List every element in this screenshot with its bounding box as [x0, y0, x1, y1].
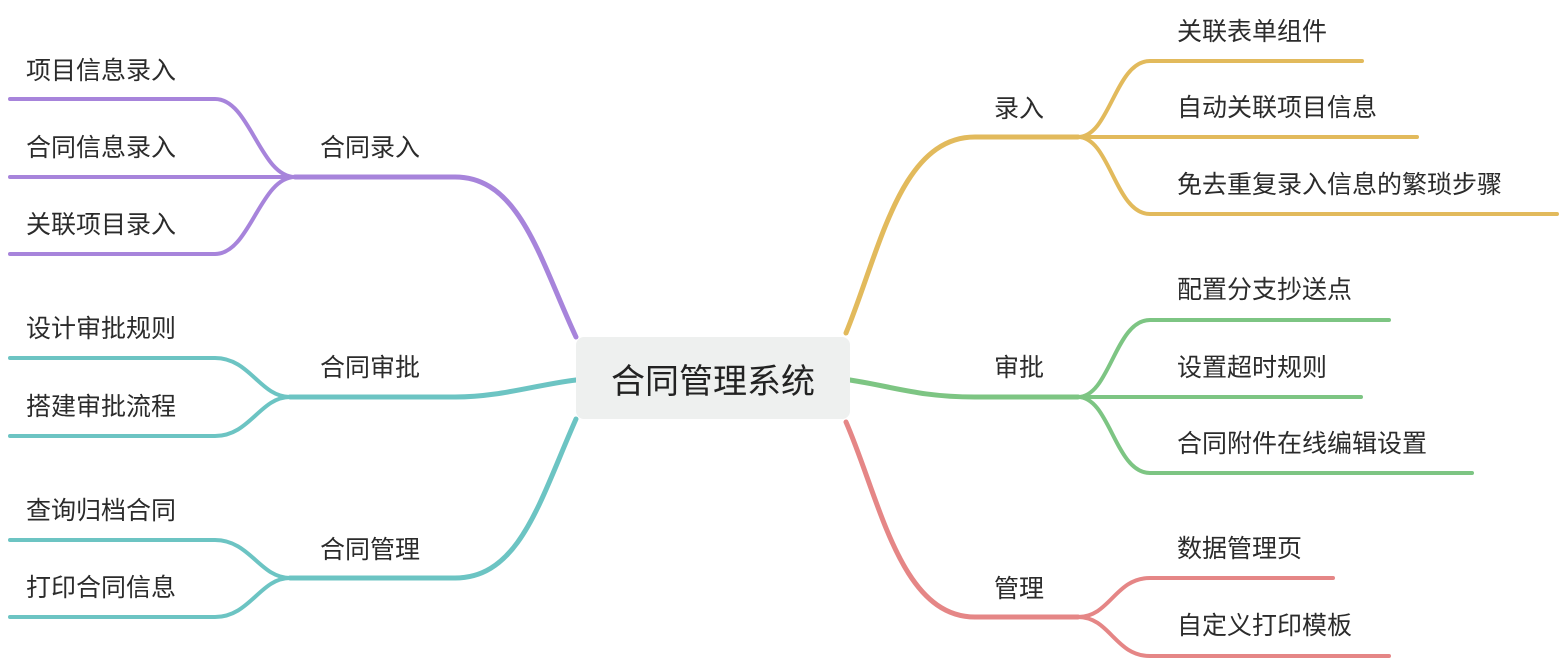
edge-branch-to-child: [1076, 615, 1391, 658]
edge-root-to-branch-luru: [843, 134, 1081, 336]
edge-root-to-branch-guanli: [843, 419, 1081, 620]
central-topic-node[interactable]: 合同管理系统: [576, 337, 850, 419]
edge-branch-to-child: [8, 538, 292, 580]
child-label[interactable]: 数据管理页: [1177, 534, 1303, 563]
child-label[interactable]: 查询归档合同: [26, 496, 177, 525]
branch-label-hetong-shenpi[interactable]: 合同审批: [320, 353, 421, 382]
child-label[interactable]: 合同信息录入: [26, 133, 177, 162]
edge-branch-to-child: [1076, 395, 1474, 475]
child-label[interactable]: 搭建审批流程: [26, 392, 177, 421]
edge-branch-to-child: [8, 395, 292, 438]
child-label[interactable]: 设计审批规则: [26, 314, 177, 343]
edge-branch-to-child: [8, 356, 292, 399]
edge-root-to-branch-hetong-luru: [292, 174, 579, 340]
edge-branch-to-child: [8, 576, 292, 619]
edge-branch-to-child: [8, 175, 297, 256]
branch-label-hetong-guanli[interactable]: 合同管理: [320, 535, 421, 564]
child-label[interactable]: 自定义打印模板: [1177, 611, 1353, 640]
child-label[interactable]: 关联表单组件: [1177, 17, 1328, 46]
child-label[interactable]: 设置超时规则: [1177, 353, 1328, 382]
branch-label-luru[interactable]: 录入: [994, 94, 1045, 123]
central-topic-label: 合同管理系统: [611, 361, 815, 402]
edge-root-to-branch-shenpi: [847, 377, 1081, 400]
branch-label-hetong-luru[interactable]: 合同录入: [320, 133, 421, 162]
child-label[interactable]: 免去重复录入信息的繁琐步骤: [1177, 170, 1503, 199]
child-label[interactable]: 配置分支抄送点: [1177, 275, 1353, 304]
child-label[interactable]: 项目信息录入: [26, 56, 177, 85]
edge-branch-to-child: [1076, 576, 1335, 619]
branch-label-shenpi[interactable]: 审批: [994, 353, 1045, 382]
edge-branch-to-child: [1076, 135, 1559, 216]
child-label[interactable]: 关联项目录入: [26, 210, 177, 239]
edge-root-to-branch-hetong-guanli: [287, 416, 579, 581]
edge-branch-to-child: [1076, 318, 1391, 399]
child-label[interactable]: 合同附件在线编辑设置: [1177, 429, 1428, 458]
edge-root-to-branch-hetong-shenpi: [287, 377, 579, 400]
child-label[interactable]: 自动关联项目信息: [1177, 93, 1378, 122]
branch-label-guanli[interactable]: 管理: [994, 574, 1045, 603]
edge-branch-to-child: [1076, 59, 1364, 139]
edge-branch-to-child: [8, 97, 297, 179]
child-label[interactable]: 打印合同信息: [26, 573, 177, 602]
